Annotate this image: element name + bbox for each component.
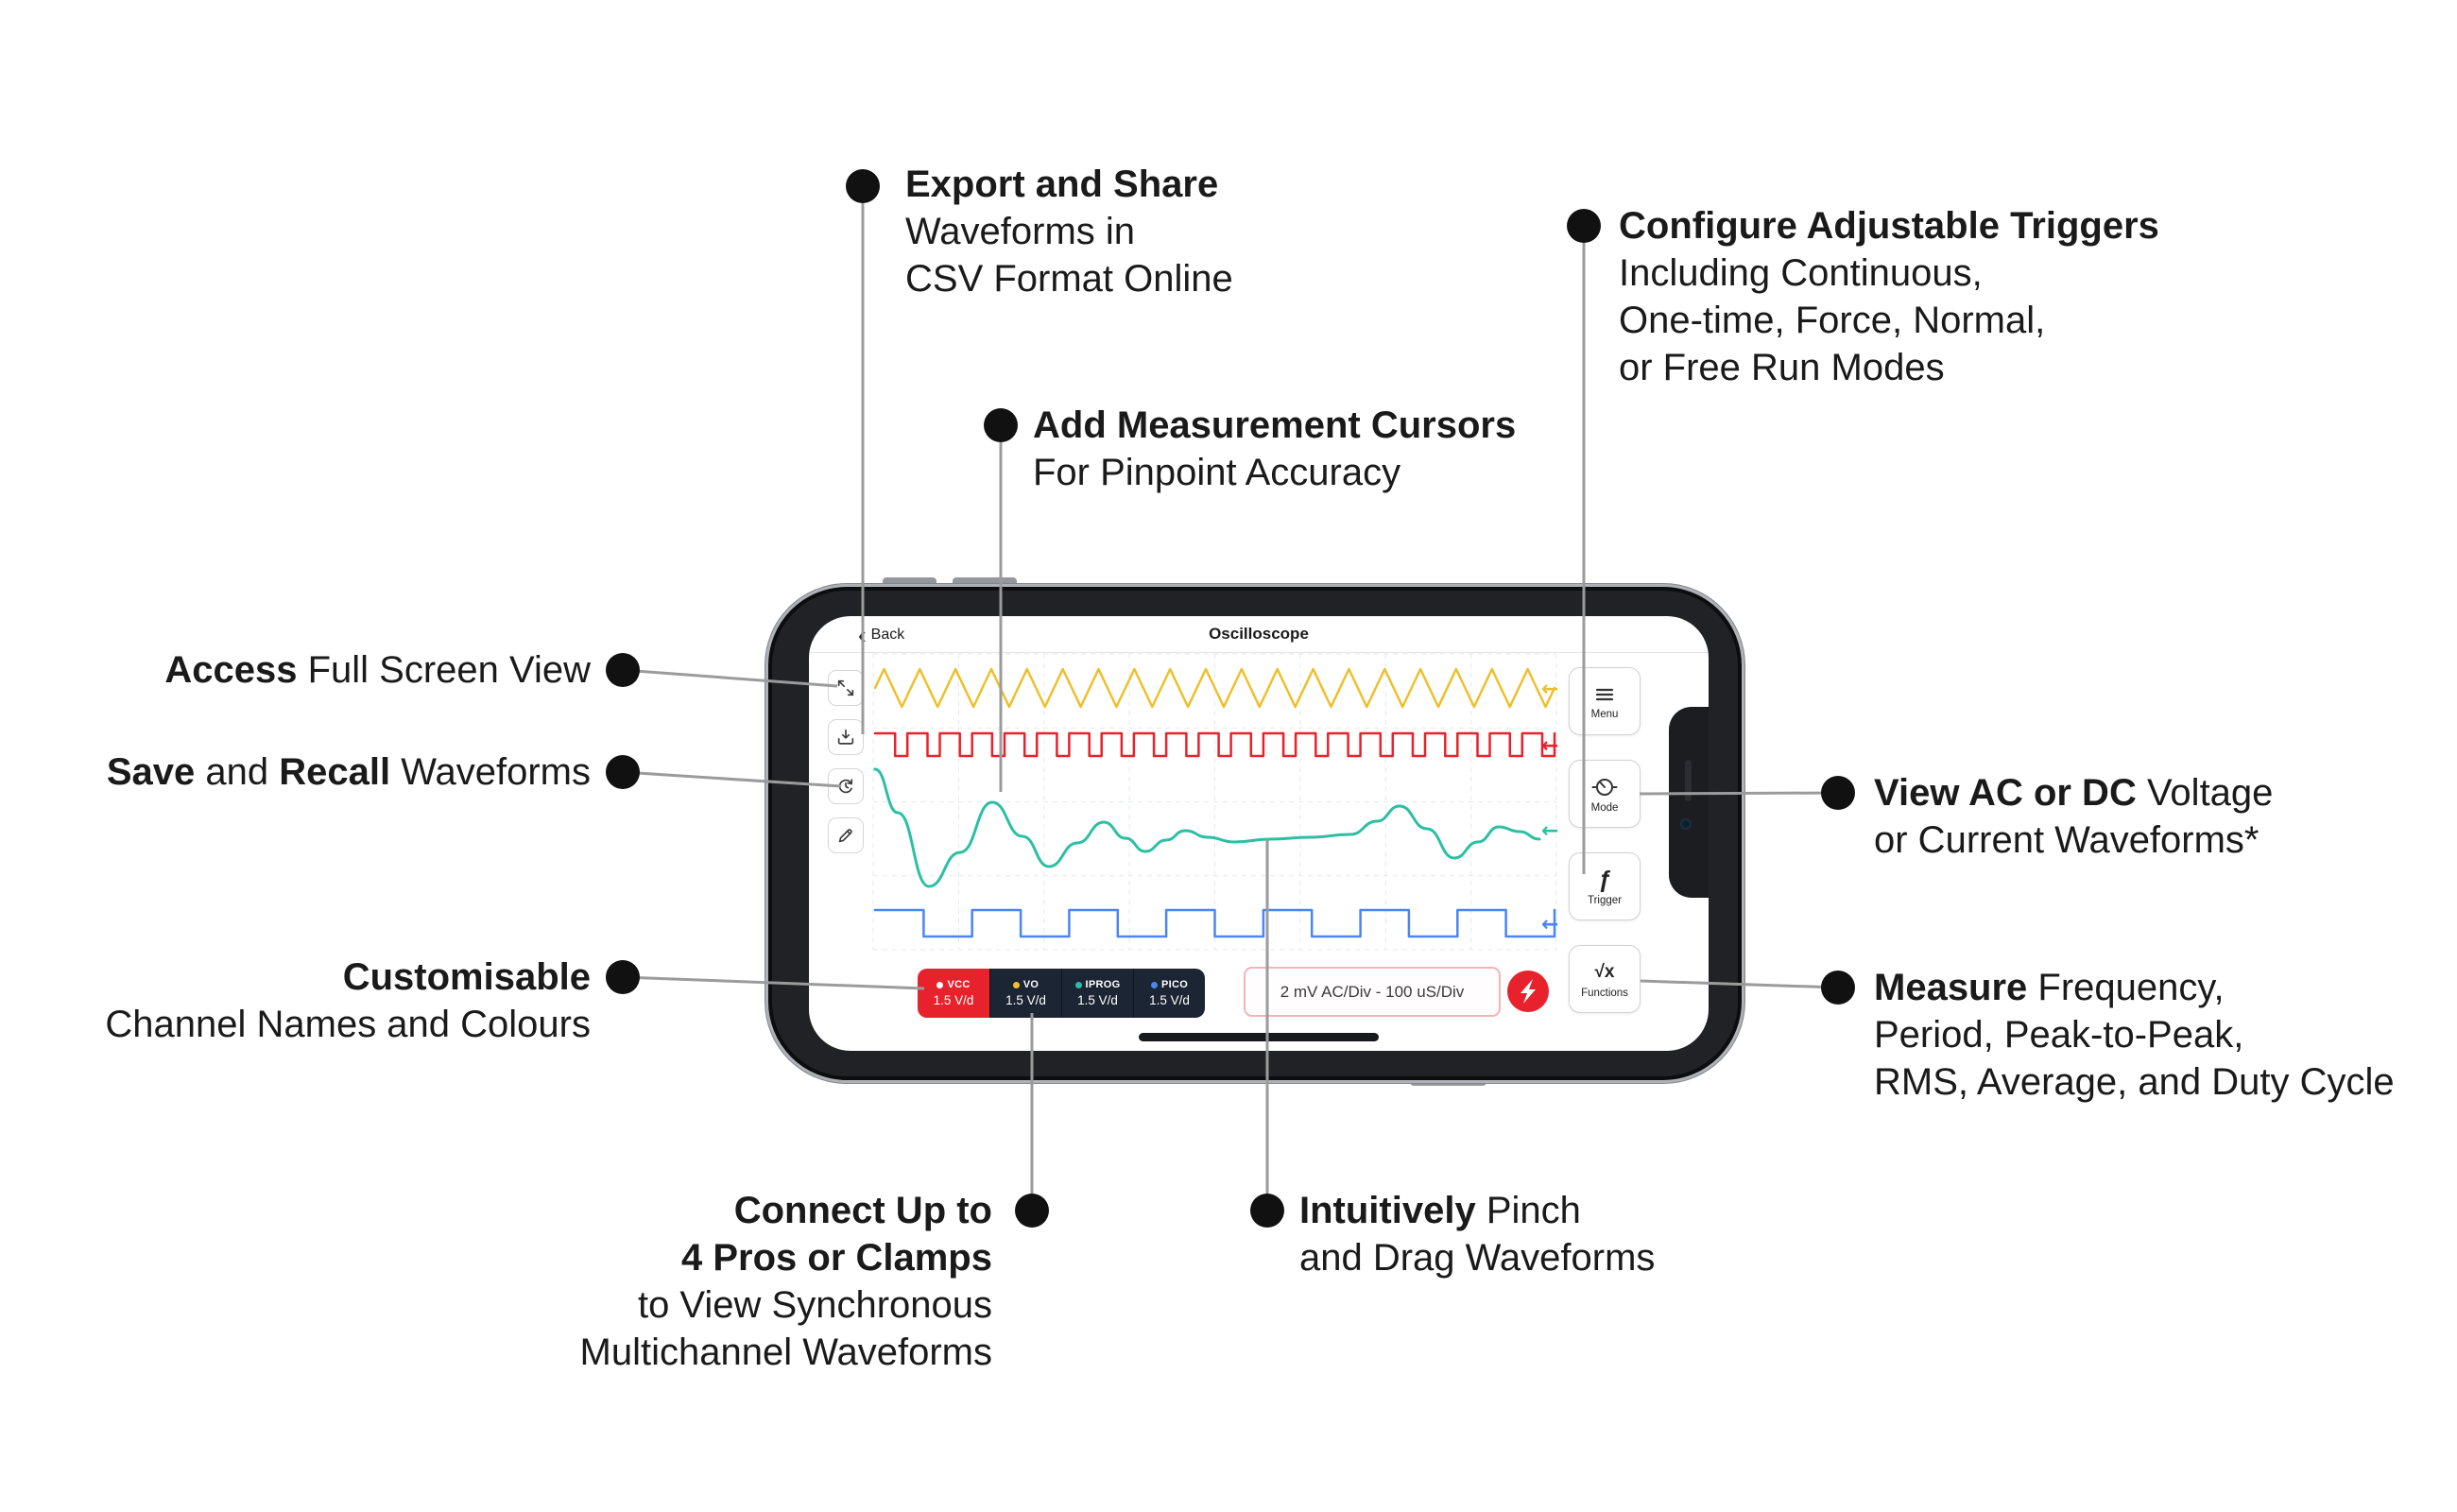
callout-measurement-cursors: Add Measurement Cursors For Pinpoint Acc… (1033, 404, 1517, 493)
callout-connect-pros: Connect Up to 4 Pros or Clamps to View S… (579, 1190, 992, 1373)
channel-dot (1074, 981, 1082, 988)
channel-badge-vo[interactable]: VO 1.5 V/d (989, 969, 1061, 1018)
channel-dot (1150, 981, 1158, 988)
brand-logo[interactable] (1505, 969, 1551, 1014)
channel-name: IPROG (1085, 979, 1121, 990)
dot-ac-dc (1821, 776, 1855, 810)
dot-customisable (606, 960, 640, 994)
channel-name: VO (1022, 979, 1040, 990)
app-screen: ‹ Back Oscilloscope ← ← ← ← (809, 616, 1709, 1051)
save-waveform-button[interactable] (828, 719, 864, 755)
save-waveform-icon (837, 729, 854, 745)
channel-bar: VCC 1.5 V/d VO 1.5 V/d IPROG 1.5 V/d PIC… (918, 969, 1205, 1018)
mode-label: Mode (1590, 801, 1619, 814)
mode-button[interactable]: Mode (1569, 760, 1641, 828)
channel-dot (936, 981, 944, 988)
channel-scale: 1.5 V/d (1005, 993, 1046, 1007)
channel-badge-vcc[interactable]: VCC 1.5 V/d (918, 969, 989, 1018)
menu-icon (1595, 688, 1614, 700)
mode-dial-icon (1591, 778, 1618, 796)
dot-cursors (984, 408, 1018, 442)
menu-button[interactable]: Menu (1569, 667, 1641, 735)
oscilloscope-plot[interactable]: ← ← ← ← (872, 653, 1572, 951)
phone-volume-button (883, 577, 936, 587)
callout-pinch-drag: Intuitively Pinch and Drag Waveforms (1299, 1190, 1656, 1279)
dot-save-recall (606, 755, 640, 789)
callout-export-share: Export and Share Waveforms in CSV Format… (905, 163, 1233, 300)
home-indicator[interactable] (1139, 1033, 1379, 1041)
dot-pinch (1250, 1194, 1284, 1228)
callout-measure: Measure Frequency, Period, Peak-to-Peak,… (1874, 967, 2395, 1103)
brand-logo-bolt-icon (1521, 979, 1536, 1004)
page-title: Oscilloscope (1209, 625, 1309, 643)
waveform-vcc[interactable] (873, 731, 1556, 758)
trigger-button[interactable]: ƒ Trigger (1569, 852, 1641, 920)
callout-customisable-channels: Customisable Channel Names and Colours (105, 956, 591, 1045)
callout-save-recall: Save and Recall Waveforms (106, 751, 591, 793)
functions-button[interactable]: √x Functions (1569, 945, 1641, 1013)
channel-scale: 1.5 V/d (1149, 993, 1190, 1007)
channel-dot (1012, 981, 1020, 988)
dot-export (846, 169, 880, 203)
phone-notch (1669, 707, 1709, 898)
fullscreen-button[interactable] (828, 670, 864, 706)
back-label: Back (870, 626, 905, 643)
trace-offset-arrow-iprog[interactable]: ← (1541, 819, 1558, 843)
menu-label: Menu (1590, 708, 1619, 720)
scope-grid (872, 653, 1557, 951)
phone-mockup: ‹ Back Oscilloscope ← ← ← ← (765, 584, 1744, 1083)
scale-readout[interactable]: 2 mV AC/Div - 100 uS/Div (1244, 967, 1501, 1017)
trace-offset-arrow-vo[interactable]: ← (1541, 678, 1558, 701)
dot-fullscreen (606, 653, 640, 687)
dot-measure (1821, 971, 1855, 1005)
waveform-vo[interactable] (873, 667, 1556, 709)
nav-bar: ‹ Back Oscilloscope (809, 616, 1709, 653)
speaker-slot (1685, 760, 1692, 801)
callout-adjustable-triggers: Configure Adjustable Triggers Including … (1619, 205, 2159, 388)
phone-volume-button (953, 577, 1017, 587)
recall-waveform-button[interactable] (828, 768, 864, 804)
channel-badge-pico[interactable]: PICO 1.5 V/d (1133, 969, 1205, 1018)
channel-name: PICO (1160, 979, 1189, 990)
callout-export-title: Export and Share (905, 163, 1219, 205)
dot-connect (1015, 1194, 1049, 1228)
recall-waveform-icon (838, 779, 853, 794)
trigger-label: Trigger (1588, 894, 1622, 906)
trace-offset-arrow-vcc[interactable]: ← (1541, 734, 1558, 758)
customise-button[interactable] (828, 817, 864, 853)
dot-triggers (1567, 209, 1601, 243)
channel-badge-iprog[interactable]: IPROG 1.5 V/d (1061, 969, 1133, 1018)
trace-offset-arrow-pico[interactable]: ← (1541, 913, 1558, 936)
channel-scale: 1.5 V/d (1077, 993, 1118, 1007)
waveform-iprog[interactable] (873, 767, 1541, 888)
back-chevron-icon: ‹ (858, 620, 867, 649)
customise-pen-icon (838, 829, 852, 843)
fullscreen-icon (837, 679, 854, 696)
functions-icon: √x (1594, 961, 1615, 982)
channel-scale: 1.5 V/d (933, 993, 974, 1007)
channel-name: VCC (947, 979, 971, 990)
callout-fullscreen-view: Access Full Screen View (164, 649, 591, 691)
waveform-pico[interactable] (873, 908, 1556, 938)
functions-label: Functions (1581, 987, 1628, 999)
back-button[interactable]: ‹ Back (858, 616, 904, 653)
trigger-icon: ƒ (1598, 866, 1611, 893)
callout-ac-dc: View AC or DC Voltage or Current Wavefor… (1874, 772, 2274, 861)
camera-dot (1680, 818, 1692, 830)
